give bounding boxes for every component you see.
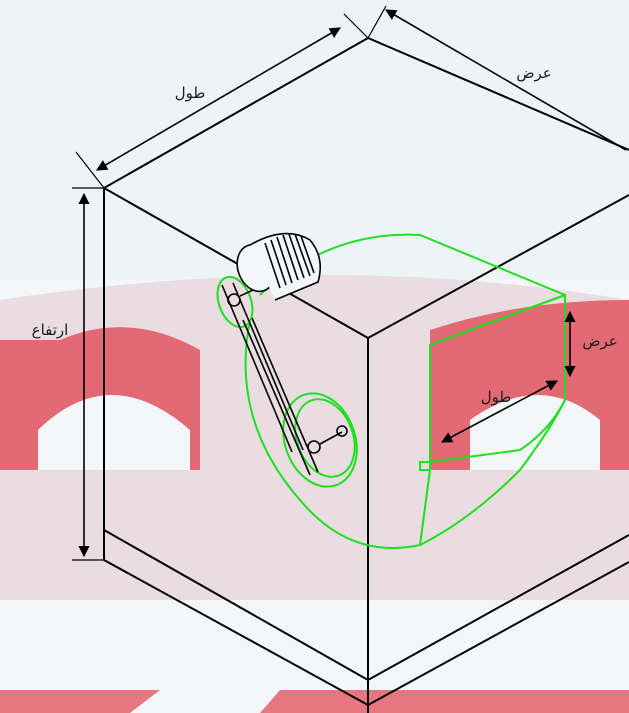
dimension-outlet-width: عرض [564,310,618,378]
cabinet-top-front-edge-left [103,187,369,339]
outlet-length-label: طول [481,388,512,406]
motor-shaft-hub [227,293,241,307]
cabinet-base-right-edge [367,534,629,681]
height-label: ارتفاع [32,321,69,339]
dimension-length: طول [75,13,369,189]
dimension-height: ارتفاع [32,187,104,561]
cabinet-plinth-left-edge [103,559,369,706]
dimension-width: عرض [367,5,627,151]
dimension-outlet-length: طول [441,380,558,443]
cabinet-plinth-right-edge [367,561,629,706]
blower-large-pulley [282,392,358,488]
cabinet-base-left-edge [103,529,369,681]
outlet-width-label: عرض [582,332,617,350]
length-label: طول [175,84,206,102]
motor-small-pulley [216,275,254,329]
blower-scroll-curve [244,319,431,549]
blower-outlet-notch [419,461,431,471]
blower-outlet-top-edge [429,294,566,346]
drive-belt [221,282,348,476]
motor [236,232,321,301]
width-label: عرض [516,64,551,82]
blower-shaft-hub [307,440,321,454]
